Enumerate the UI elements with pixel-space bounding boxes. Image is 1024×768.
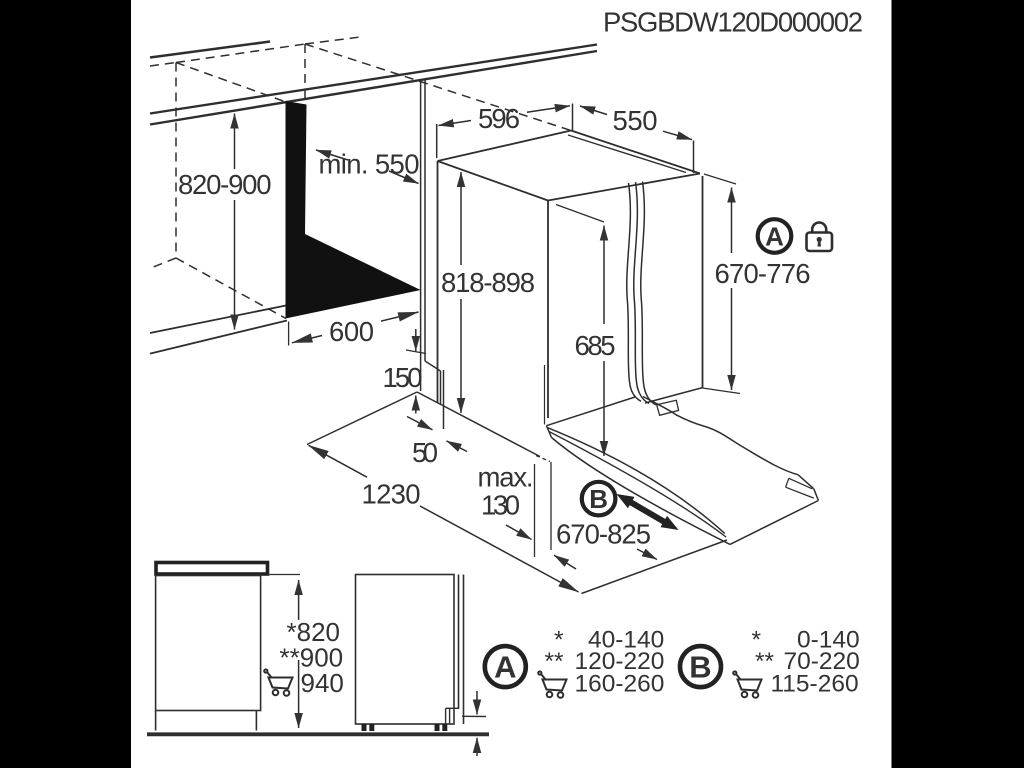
svg-text:**: ** <box>545 648 565 675</box>
svg-text:40-140: 40-140 <box>588 627 664 654</box>
svg-text:PSGBDW120D000002: PSGBDW120D000002 <box>603 7 863 38</box>
svg-text:A: A <box>765 222 784 252</box>
svg-text:**900: **900 <box>280 643 344 673</box>
svg-text:*: * <box>554 627 564 654</box>
svg-text:130: 130 <box>481 490 520 521</box>
svg-text:670-776: 670-776 <box>715 258 811 289</box>
svg-text:818-898: 818-898 <box>441 267 535 298</box>
svg-text:70-220: 70-220 <box>784 648 860 675</box>
svg-text:115-260: 115-260 <box>771 671 859 698</box>
svg-text:0-140: 0-140 <box>797 627 860 654</box>
svg-text:550: 550 <box>613 105 658 136</box>
svg-text:820-900: 820-900 <box>178 169 272 200</box>
svg-text:B: B <box>589 484 608 514</box>
svg-text:940: 940 <box>301 668 344 698</box>
svg-text:*820: *820 <box>287 617 341 647</box>
svg-text:1230: 1230 <box>362 479 421 510</box>
svg-text:120-220: 120-220 <box>575 648 665 675</box>
svg-text:50: 50 <box>412 437 438 468</box>
svg-text:*: * <box>752 627 762 654</box>
svg-text:600: 600 <box>329 316 374 347</box>
svg-text:A: A <box>494 649 516 684</box>
svg-text:B: B <box>689 649 711 684</box>
svg-text:max.: max. <box>478 462 534 493</box>
svg-text:685: 685 <box>575 330 616 361</box>
svg-text:min. 550: min. 550 <box>319 149 420 180</box>
svg-text:160-260: 160-260 <box>575 671 665 698</box>
svg-text:**: ** <box>755 648 775 675</box>
svg-text:670-825: 670-825 <box>556 519 651 550</box>
svg-text:150: 150 <box>383 362 423 393</box>
svg-text:596: 596 <box>478 103 520 134</box>
